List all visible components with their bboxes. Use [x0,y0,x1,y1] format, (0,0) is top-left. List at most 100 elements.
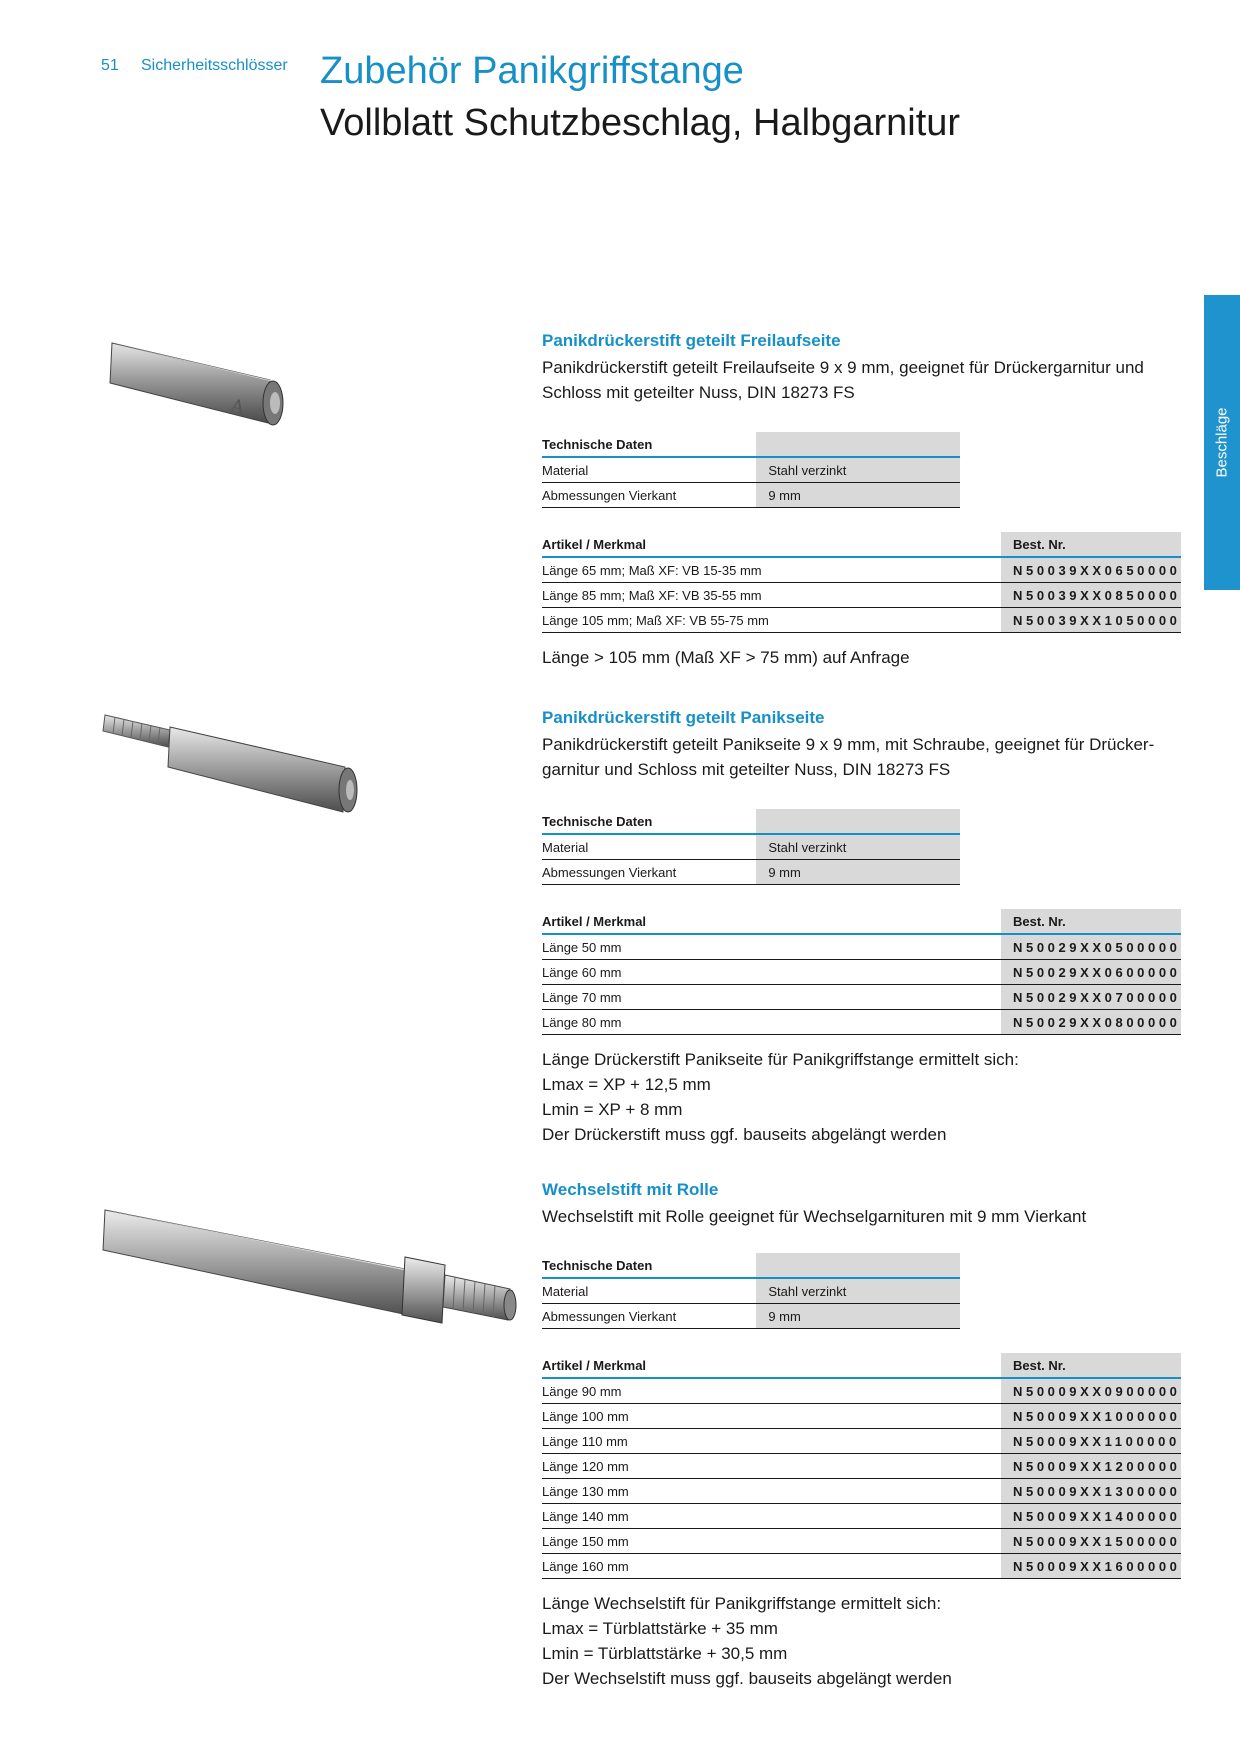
tech-table-header: Technische Daten [542,1253,960,1279]
tech-value: Stahl verzinkt [756,1278,960,1304]
article-code: N50039XX0850000 [1001,582,1181,608]
side-tab-label: Beschläge [1213,407,1231,478]
table-row: Länge 100 mm N50009XX1000000 [542,1403,1181,1429]
article-label: Länge 85 mm; Maß XF: VB 35-55 mm [542,582,1001,608]
article-label: Länge 120 mm [542,1453,1001,1479]
article-table: Artikel / Merkmal Best. Nr. Länge 65 mm;… [542,532,1181,633]
table-row: Material Stahl verzinkt [542,834,960,860]
article-code: N50009XX1000000 [1001,1403,1181,1429]
article-table: Artikel / Merkmal Best. Nr. Länge 50 mm … [542,909,1181,1035]
table-row: Länge 90 mm N50009XX0900000 [542,1378,1181,1404]
note-line: Lmin = XP + 8 mm [542,1100,683,1119]
product-description: Wechselstift mit Rolle geeignet für Wech… [542,1207,1087,1226]
tech-table: Technische Daten Material Stahl verzinkt… [542,809,960,885]
page-number: 51 [101,57,119,74]
article-label: Länge 140 mm [542,1503,1001,1529]
table-row: Länge 150 mm N50009XX1500000 [542,1528,1181,1554]
product-wechselstift: Wechselstift mit Rolle Wechselstift mit … [542,1180,1182,1691]
product-heading: Panikdrückerstift geteilt Panikseite [542,708,825,727]
note-line: Lmin = Türblattstärke + 30,5 mm [542,1644,788,1663]
note-line: Lmax = Türblattstärke + 35 mm [542,1619,778,1638]
product-notes: Länge Drückerstift Panikseite für Panikg… [542,1047,1182,1147]
article-header-label: Artikel / Merkmal [542,532,1001,558]
tech-value: 9 mm [756,482,960,508]
table-row: Länge 105 mm; Maß XF: VB 55-75 mm N50039… [542,607,1181,633]
table-row: Länge 60 mm N50029XX0600000 [542,959,1181,985]
svg-text:A: A [228,395,247,419]
tech-header-label: Technische Daten [542,1253,757,1279]
article-label: Länge 105 mm; Maß XF: VB 55-75 mm [542,607,1001,633]
note-line: Der Drückerstift muss ggf. bauseits abge… [542,1125,947,1144]
product-description: Panikdrückerstift geteilt Panikseite 9 x… [542,735,1155,779]
note-line: Der Wechselstift muss ggf. bauseits abge… [542,1669,952,1688]
article-label: Länge 160 mm [542,1553,1001,1579]
section-name: Sicherheitsschlösser [141,57,288,74]
article-label: Länge 90 mm [542,1378,1001,1404]
tech-header-label: Technische Daten [542,432,757,458]
article-code: N50039XX0650000 [1001,557,1181,583]
product-image-freilaufseite: A [109,342,284,426]
article-label: Länge 60 mm [542,959,1001,985]
page-title: Zubehör Panikgriffstange [320,50,744,92]
table-row: Material Stahl verzinkt [542,1278,960,1304]
article-label: Länge 70 mm [542,984,1001,1010]
article-label: Länge 80 mm [542,1009,1001,1035]
product-panikseite: Panikdrückerstift geteilt Panikseite Pan… [542,708,1182,1147]
article-label: Länge 100 mm [542,1403,1001,1429]
article-table-header: Artikel / Merkmal Best. Nr. [542,1353,1181,1379]
product-heading: Panikdrückerstift geteilt Freilaufseite [542,331,841,350]
tech-table: Technische Daten Material Stahl verzinkt… [542,1253,960,1329]
tech-label: Abmessungen Vierkant [542,1303,757,1329]
article-code: N50009XX1600000 [1001,1553,1181,1579]
tech-label: Material [542,1278,757,1304]
article-code: N50039XX1050000 [1001,607,1181,633]
article-code: N50029XX0600000 [1001,959,1181,985]
page-subtitle: Vollblatt Schutzbeschlag, Halbgarnitur [320,102,961,144]
bestnr-header: Best. Nr. [1001,1353,1181,1379]
table-row: Länge 110 mm N50009XX1100000 [542,1428,1181,1454]
table-row: Länge 160 mm N50009XX1600000 [542,1553,1181,1579]
table-row: Länge 85 mm; Maß XF: VB 35-55 mm N50039X… [542,582,1181,608]
article-label: Länge 130 mm [542,1478,1001,1504]
table-row: Material Stahl verzinkt [542,457,960,483]
article-code: N50009XX1200000 [1001,1453,1181,1479]
article-label: Länge 110 mm [542,1428,1001,1454]
article-code: N50009XX1100000 [1001,1428,1181,1454]
tech-value: Stahl verzinkt [756,834,960,860]
note-line: Länge Drückerstift Panikseite für Panikg… [542,1050,1019,1069]
product-image-panikseite [102,714,358,813]
note-line: Länge > 105 mm (Maß XF > 75 mm) auf Anfr… [542,648,910,667]
article-code: N50009XX1500000 [1001,1528,1181,1554]
side-tab: Beschläge [1204,295,1240,590]
product-notes: Länge > 105 mm (Maß XF > 75 mm) auf Anfr… [542,645,1182,670]
product-image-wechselstift [102,1209,517,1324]
note-line: Länge Wechselstift für Panikgriffstange … [542,1594,942,1613]
tech-label: Abmessungen Vierkant [542,859,757,885]
table-row: Abmessungen Vierkant 9 mm [542,1303,960,1329]
tech-header-value [756,1253,960,1279]
tech-header-value [756,432,960,458]
table-row: Länge 65 mm; Maß XF: VB 15-35 mm N50039X… [542,557,1181,583]
article-table-header: Artikel / Merkmal Best. Nr. [542,532,1181,558]
tech-label: Material [542,457,757,483]
table-row: Länge 70 mm N50029XX0700000 [542,984,1181,1010]
product-heading: Wechselstift mit Rolle [542,1180,719,1199]
article-label: Länge 65 mm; Maß XF: VB 15-35 mm [542,557,1001,583]
article-code: N50009XX1300000 [1001,1478,1181,1504]
product-notes: Länge Wechselstift für Panikgriffstange … [542,1591,1182,1691]
table-row: Länge 80 mm N50029XX0800000 [542,1009,1181,1035]
table-row: Abmessungen Vierkant 9 mm [542,482,960,508]
table-row: Länge 120 mm N50009XX1200000 [542,1453,1181,1479]
article-header-label: Artikel / Merkmal [542,1353,1001,1379]
table-row: Länge 50 mm N50029XX0500000 [542,934,1181,960]
tech-value: Stahl verzinkt [756,457,960,483]
tech-header-value [756,809,960,835]
tech-table: Technische Daten Material Stahl verzinkt… [542,432,960,508]
article-code: N50029XX0500000 [1001,934,1181,960]
article-code: N50009XX1400000 [1001,1503,1181,1529]
bestnr-header: Best. Nr. [1001,909,1181,935]
table-row: Länge 140 mm N50009XX1400000 [542,1503,1181,1529]
tech-label: Abmessungen Vierkant [542,482,757,508]
tech-table-header: Technische Daten [542,809,960,835]
article-header-label: Artikel / Merkmal [542,909,1001,935]
